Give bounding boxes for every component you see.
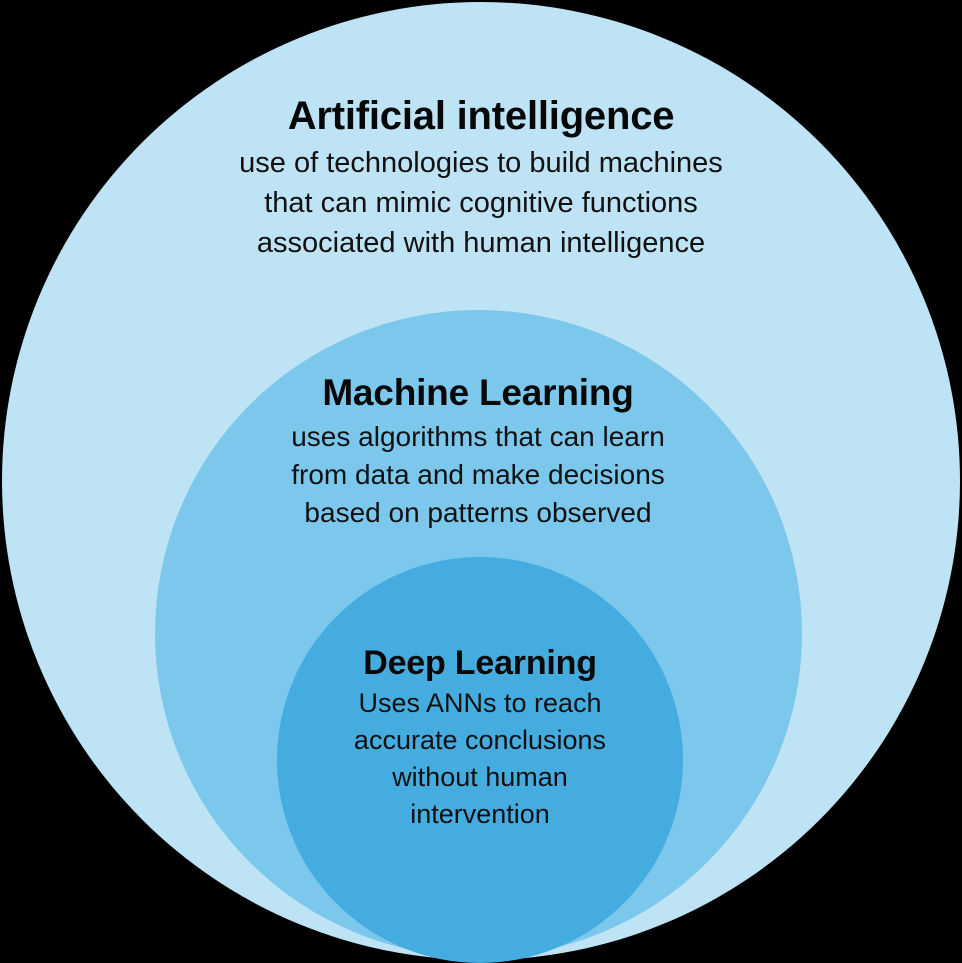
label-machine-learning: Machine Learning uses algorithms that ca… (178, 370, 778, 532)
description-deep-learning: Uses ANNs to reach accurate conclusions … (290, 685, 670, 833)
description-line: Uses ANNs to reach (358, 688, 602, 718)
description-line: intervention (410, 799, 550, 829)
title-machine-learning: Machine Learning (322, 372, 634, 413)
circle-deep-learning (277, 557, 683, 963)
description-line: associated with human intelligence (256, 227, 706, 259)
label-artificial-intelligence: Artificial intelligence use of technolog… (101, 92, 861, 263)
description-machine-learning: uses algorithms that can learn from data… (178, 418, 778, 532)
title-deep-learning: Deep Learning (363, 644, 597, 682)
description-line: use of technologies to build machines (239, 147, 723, 179)
description-artificial-intelligence: use of technologies to build machines th… (101, 143, 861, 263)
description-line: without human (392, 762, 568, 792)
description-line: that can mimic cognitive functions (264, 187, 698, 219)
description-line: based on patterns observed (304, 497, 652, 528)
description-line: uses algorithms that can learn (291, 421, 665, 452)
label-deep-learning: Deep Learning Uses ANNs to reach accurat… (290, 642, 670, 833)
description-line: accurate conclusions (353, 725, 607, 755)
title-artificial-intelligence: Artificial intelligence (287, 94, 675, 138)
description-line: from data and make decisions (291, 459, 665, 490)
